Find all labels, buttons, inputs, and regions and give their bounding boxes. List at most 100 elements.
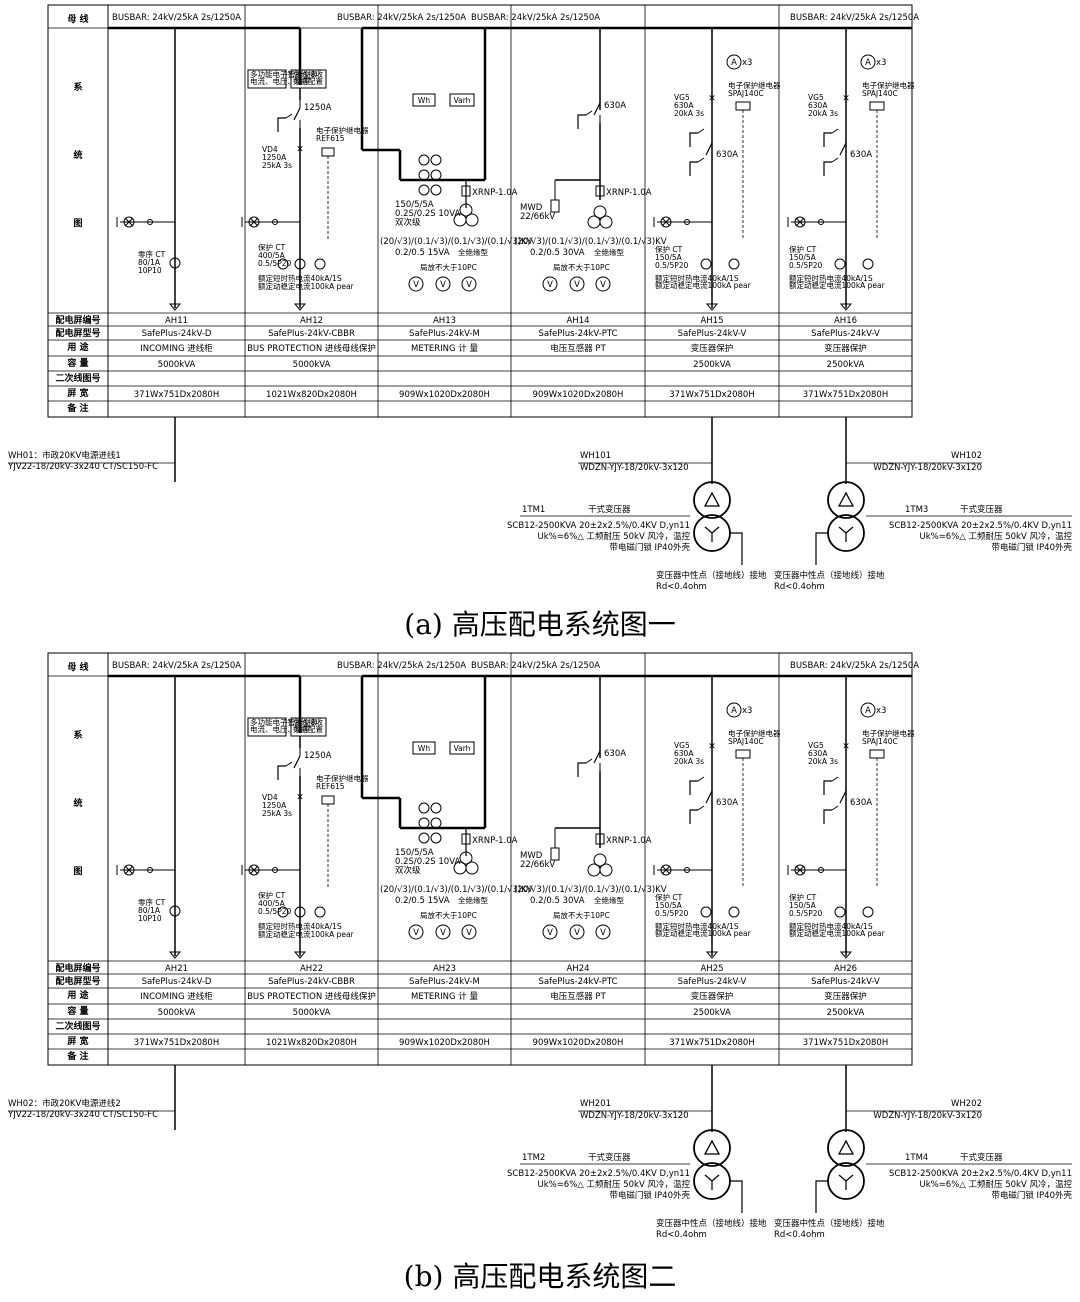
feeder-cable-label: WDZN-YJY-18/20kV-3x120 bbox=[580, 1111, 689, 1121]
earth-switch bbox=[585, 758, 593, 764]
breaker-label-vg5: 630A bbox=[808, 101, 828, 110]
row-label: 配电屏型号 bbox=[55, 327, 100, 339]
row-label: 屏 宽 bbox=[67, 1035, 88, 1047]
ct-label-transformer: 0.5/5P20 bbox=[789, 909, 823, 918]
neutral-label: 变压器中性点（接地线）接地 bbox=[774, 1218, 885, 1229]
switch-blade bbox=[593, 750, 601, 764]
ct-label-ah12: 0.5/5P20 bbox=[258, 907, 292, 916]
ct-icon bbox=[430, 184, 442, 196]
ct-label-transformer: 150/5A bbox=[655, 901, 683, 910]
ammeter-count: x3 bbox=[876, 58, 886, 68]
arrow-icon bbox=[839, 951, 853, 959]
voltmeter-icon bbox=[408, 924, 424, 940]
cabinet-type: SafePlus-24kV-V bbox=[811, 977, 880, 987]
cabinet-type: SafePlus-24kV-PTC bbox=[538, 977, 617, 987]
voltmeter-label: V bbox=[466, 928, 472, 938]
neutral-earth-line bbox=[730, 532, 743, 565]
ct-icon bbox=[314, 906, 326, 918]
earth-switch bbox=[585, 110, 593, 116]
relay-label: SPAJ140C bbox=[862, 89, 898, 98]
ct-label-transformer: 150/5A bbox=[789, 901, 817, 910]
breaker-label-vg5: 630A bbox=[674, 749, 694, 758]
meter-wh-label: Wh bbox=[418, 744, 430, 753]
fuse-label: XRNP-1.0A bbox=[606, 188, 652, 198]
voltmeter-label: V bbox=[440, 280, 446, 290]
breaker-label-vg5: VG5 bbox=[808, 93, 824, 102]
breaker-icon: ✕ bbox=[708, 742, 716, 752]
pt-icon bbox=[593, 205, 607, 219]
ct-label-ah11: 10P10 bbox=[138, 266, 162, 275]
meter-box-label: 多功能电子智能仪表 bbox=[250, 717, 318, 727]
cabinet-number: AH22 bbox=[300, 964, 323, 974]
pt-icon bbox=[465, 861, 479, 875]
pt-type-ah14: 全绝缘型 bbox=[594, 247, 624, 257]
wye-winding-icon bbox=[845, 1174, 854, 1182]
cabinet-dimensions: 371Wx751Dx2080H bbox=[134, 390, 219, 400]
transformer-spec: Uk%=6%△ 工频耐压 50kV 风冷，温控 bbox=[919, 1179, 1072, 1190]
indicator-lamp-icon bbox=[795, 865, 805, 875]
cabinet-dimensions: 371Wx751Dx2080H bbox=[803, 1038, 888, 1048]
ct-icon bbox=[277, 906, 289, 918]
voltmeter-icon bbox=[595, 276, 611, 292]
busbar-label: BUSBAR: 24kV/25kA 2s/1250A bbox=[471, 661, 600, 671]
meter-wh-box bbox=[412, 93, 436, 107]
rating-label-ah12: 额定动稳定电流100kA pear bbox=[258, 929, 355, 939]
earth-switch bbox=[277, 117, 286, 132]
voltmeter-icon bbox=[461, 924, 477, 940]
arrow-icon bbox=[705, 951, 719, 959]
ct-icon bbox=[418, 169, 430, 181]
busbar-label: BUSBAR: 24kV/25kA 2s/1250A bbox=[790, 661, 919, 671]
rating-label-transformer: 额定动稳定电流100kA pear bbox=[655, 928, 752, 938]
transformer-number: 1TM2 bbox=[522, 1153, 545, 1163]
switch-rating: 630A bbox=[716, 150, 738, 160]
indicator-lamp-icon bbox=[124, 865, 134, 875]
transformer-number: 1TM1 bbox=[522, 505, 545, 515]
transformer-spec: 带电磁门锁 IP40外壳 bbox=[991, 542, 1072, 553]
pt-icon bbox=[599, 863, 613, 877]
meter-box bbox=[290, 717, 327, 737]
arrester-icon bbox=[550, 199, 560, 213]
indicator-lamp-icon bbox=[794, 864, 806, 876]
ct-label-ah12: 0.5/5P20 bbox=[258, 259, 292, 268]
meter-box-label: 数据配置 bbox=[293, 724, 323, 734]
ct-icon bbox=[277, 258, 289, 270]
cabinet-capacity: 2500kVA bbox=[693, 360, 731, 370]
indicator-lamp-icon bbox=[661, 217, 671, 227]
cabinet-dimensions: 909Wx1020Dx2080H bbox=[399, 390, 490, 400]
ct-icon bbox=[430, 817, 442, 829]
fuse-label: XRNP-1.0A bbox=[472, 188, 518, 198]
pt-icon bbox=[593, 853, 607, 867]
transformer-spec: Uk%=6%△ 工频耐压 50kV 风冷，温控 bbox=[537, 531, 690, 542]
breaker-label-vg5: 20kA 3s bbox=[808, 109, 838, 118]
row-label: 配电屏编号 bbox=[55, 962, 100, 974]
neutral-earth-line bbox=[730, 1180, 743, 1213]
row-label-system: 图 bbox=[73, 218, 82, 229]
terminal-dot bbox=[272, 219, 278, 225]
pt-icon bbox=[599, 215, 613, 229]
ct-label-ah11: 80/1A bbox=[138, 258, 161, 267]
pt-pd-ah14: 局放不大于10PC bbox=[553, 262, 610, 272]
row-label: 备 注 bbox=[66, 1050, 88, 1062]
pt-pd-ah13: 局放不大于10PC bbox=[420, 910, 477, 920]
ct-icon bbox=[728, 906, 740, 918]
cabinet-number: AH25 bbox=[700, 964, 723, 974]
row-label-busbar: 母 线 bbox=[67, 661, 88, 673]
ct-label-ah13: 150/5/5A bbox=[395, 200, 434, 210]
voltmeter-icon bbox=[408, 276, 424, 292]
table-frame bbox=[47, 652, 913, 1066]
ct-icon bbox=[418, 817, 430, 829]
switch-rating: 1250A bbox=[304, 103, 332, 113]
cabinet-usage: BUS PROTECTION 进线母线保护 bbox=[247, 991, 376, 1002]
row-label: 配电屏编号 bbox=[55, 314, 100, 326]
cabinet-type: SafePlus-24kV-V bbox=[678, 977, 747, 987]
pt-class-ah14: 0.2/0.5 30VA bbox=[530, 896, 585, 906]
switch-blade bbox=[839, 142, 847, 156]
ct-label-transformer: 0.5/5P20 bbox=[655, 909, 689, 918]
neutral-label: Rd<0.4ohm bbox=[656, 582, 707, 592]
busbar-label: BUSBAR: 24kV/25kA 2s/1250A bbox=[790, 13, 919, 23]
pt-icon bbox=[587, 863, 601, 877]
switch-rating: 630A bbox=[604, 749, 626, 759]
neutral-label: Rd<0.4ohm bbox=[774, 582, 825, 592]
incoming-cable-label: WH02：市政20KV电源进线2 bbox=[8, 1098, 121, 1109]
ct-icon bbox=[862, 906, 874, 918]
